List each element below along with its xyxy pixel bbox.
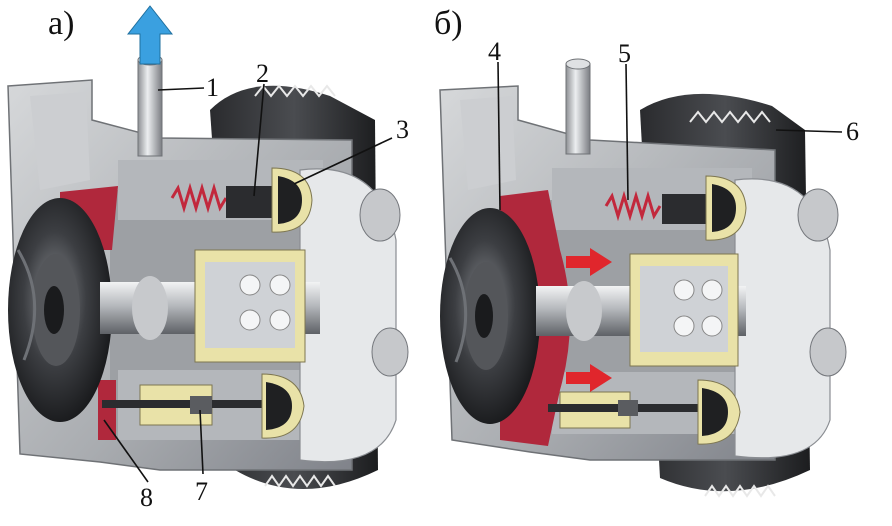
flow-arrow-up-icon: [126, 5, 174, 65]
panel-a: а): [7, 5, 409, 512]
callout-8: 8: [140, 483, 153, 512]
bearing-a: [194, 249, 306, 363]
callout-5: 5: [618, 39, 631, 68]
callout-6: 6: [846, 117, 859, 146]
front-flange-a: [299, 168, 409, 463]
bearing-b: [629, 253, 739, 367]
valve-upper-b: [604, 175, 747, 241]
flow-arrow-right-icon: [566, 248, 612, 276]
valve-upper-a: [170, 167, 313, 233]
outlet-tube-b: [565, 58, 591, 155]
actuator-rod-a: [102, 373, 305, 439]
actuator-rod-b: [548, 379, 741, 445]
callout-7: 7: [195, 477, 208, 506]
callout-2: 2: [256, 59, 269, 88]
front-flange-b: [734, 178, 847, 459]
callout-4: 4: [488, 37, 501, 66]
impeller-a: [8, 198, 112, 422]
flow-arrow-right-icon: [566, 364, 612, 392]
panel-a-label: а): [48, 5, 74, 42]
impeller-b: [440, 208, 540, 424]
panel-b: б): [434, 5, 859, 498]
outlet-tube-a: [137, 54, 163, 157]
panel-b-label: б): [434, 5, 463, 42]
seal-red-lower-a: [98, 380, 116, 440]
callout-1: 1: [206, 73, 219, 102]
callout-3: 3: [396, 115, 409, 144]
